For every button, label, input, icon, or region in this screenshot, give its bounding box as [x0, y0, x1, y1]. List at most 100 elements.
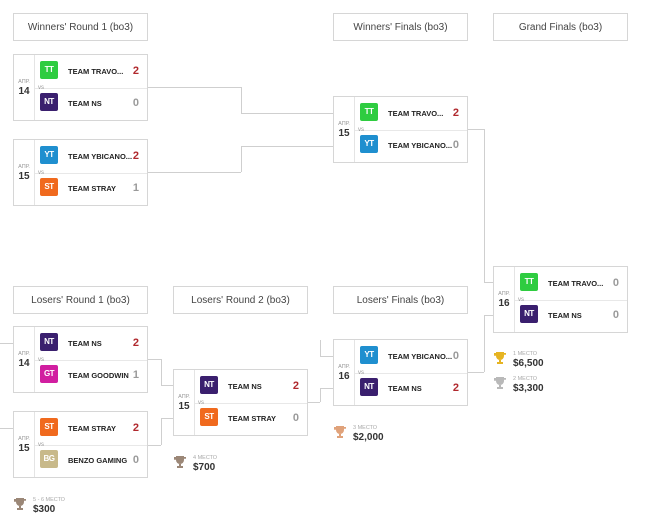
team-row[interactable]: NT TEAM NS 2 [355, 372, 467, 405]
vs-label: vs [38, 84, 44, 91]
divider [355, 129, 467, 131]
vs-label: vs [38, 169, 44, 176]
match-date: апр. 16 [494, 267, 514, 332]
team-row[interactable]: NT TEAM NS 0 [35, 87, 147, 120]
divider [35, 359, 147, 361]
header-losers-finals: Losers' Finals (bo3) [333, 286, 468, 314]
team-name[interactable]: TEAM TRAVO... [548, 279, 604, 288]
team-row[interactable]: TT TEAM TRAVO... 0 [515, 267, 627, 300]
match-month: апр. [18, 163, 30, 170]
match-teams: TT TEAM TRAVO... 0 vs NT TEAM NS 0 [514, 267, 627, 332]
team-row[interactable]: NT TEAM NS 2 [35, 327, 147, 360]
team-row[interactable]: BG BENZO GAMING 0 [35, 444, 147, 477]
match-winners-r1-a[interactable]: апр. 14 TT TEAM TRAVO... 2 vs NT TEAM NS… [13, 54, 148, 121]
prize-amount: $3,300 [513, 383, 544, 394]
vs-label: vs [358, 369, 364, 376]
team-score: 2 [132, 337, 139, 349]
team-name[interactable]: TEAM STRAY [68, 424, 117, 433]
team-row[interactable]: ST TEAM STRAY 1 [35, 172, 147, 205]
team-name[interactable]: TEAM NS [68, 339, 102, 348]
team-row[interactable]: ST TEAM STRAY 2 [35, 412, 147, 445]
vs-label: vs [198, 399, 204, 406]
match-winners-r1-b[interactable]: апр. 15 YT TEAM YBICANO... 2 vs ST TEAM … [13, 139, 148, 206]
team-name[interactable]: TEAM TRAVO... [68, 67, 124, 76]
team-name[interactable]: TEAM STRAY [228, 414, 277, 423]
team-score: 2 [292, 380, 299, 392]
team-name[interactable]: TEAM NS [388, 384, 422, 393]
team-row[interactable]: NT TEAM NS 2 [195, 370, 307, 403]
team-score: 2 [132, 150, 139, 162]
match-month: апр. [178, 393, 190, 400]
vs-label: vs [518, 296, 524, 303]
match-month: апр. [18, 78, 30, 85]
team-row[interactable]: YT TEAM YBICANO... 0 [355, 129, 467, 162]
team-row[interactable]: GT TEAM GOODWIN 1 [35, 359, 147, 392]
team-logo-icon: NT [40, 93, 58, 111]
team-logo-icon: YT [40, 146, 58, 164]
prize-place-label: 4 место [193, 455, 218, 461]
match-teams: NT TEAM NS 2 vs GT TEAM GOODWIN 1 [34, 327, 147, 392]
divider [515, 299, 627, 301]
prize-amount: $2,000 [353, 432, 384, 443]
team-name[interactable]: TEAM NS [228, 382, 262, 391]
match-day: 15 [18, 442, 30, 454]
header-winners-finals: Winners' Finals (bo3) [333, 13, 468, 41]
team-name[interactable]: TEAM YBICANO... [388, 141, 453, 150]
match-date: апр. 14 [14, 327, 34, 392]
match-losers-finals[interactable]: апр. 16 YT TEAM YBICANO... 0 vs NT TEAM … [333, 339, 468, 406]
divider [355, 372, 467, 374]
match-losers-r2[interactable]: апр. 15 NT TEAM NS 2 vs ST TEAM STRAY 0 [173, 369, 308, 436]
vs-label: vs [38, 441, 44, 448]
team-score: 0 [612, 309, 619, 321]
match-month: апр. [498, 290, 510, 297]
match-day: 14 [18, 85, 30, 97]
team-logo-icon: TT [520, 273, 538, 291]
prize-place-label: 1 место [513, 351, 538, 357]
team-score: 0 [452, 350, 459, 362]
prize-fifth-sixth-place: 5 - 6 место $300 [13, 497, 93, 519]
trophy-bronze-icon [334, 426, 346, 438]
team-name[interactable]: TEAM NS [548, 311, 582, 320]
match-winners-finals[interactable]: апр. 15 TT TEAM TRAVO... 2 vs YT TEAM YB… [333, 96, 468, 163]
team-name[interactable]: TEAM NS [68, 99, 102, 108]
team-row[interactable]: TT TEAM TRAVO... 2 [355, 97, 467, 130]
divider [35, 444, 147, 446]
header-losers-round-1: Losers' Round 1 (bo3) [13, 286, 148, 314]
team-name[interactable]: TEAM STRAY [68, 184, 117, 193]
match-losers-r1-a[interactable]: апр. 14 NT TEAM NS 2 vs GT TEAM GOODWIN … [13, 326, 148, 393]
team-row[interactable]: YT TEAM YBICANO... 0 [355, 340, 467, 373]
team-name[interactable]: TEAM TRAVO... [388, 109, 444, 118]
team-row[interactable]: NT TEAM NS 0 [515, 299, 627, 332]
match-losers-r1-b[interactable]: апр. 15 ST TEAM STRAY 2 vs BG BENZO GAMI… [13, 411, 148, 478]
team-score: 2 [452, 382, 459, 394]
trophy-silver-icon [494, 377, 506, 389]
team-row[interactable]: ST TEAM STRAY 0 [195, 402, 307, 435]
team-row[interactable]: YT TEAM YBICANO... 2 [35, 140, 147, 173]
team-name[interactable]: TEAM YBICANO... [388, 352, 453, 361]
team-row[interactable]: TT TEAM TRAVO... 2 [35, 55, 147, 88]
match-date: апр. 15 [14, 140, 34, 205]
divider [195, 402, 307, 404]
match-month: апр. [338, 120, 350, 127]
match-day: 15 [178, 400, 190, 412]
prize-amount: $6,500 [513, 358, 544, 369]
match-month: апр. [18, 435, 30, 442]
team-score: 0 [452, 139, 459, 151]
match-date: апр. 16 [334, 340, 354, 405]
prize-third-place: 3 место $2,000 [333, 425, 413, 447]
match-day: 14 [18, 357, 30, 369]
team-logo-icon: TT [40, 61, 58, 79]
team-score: 1 [132, 182, 139, 194]
match-teams: ST TEAM STRAY 2 vs BG BENZO GAMING 0 [34, 412, 147, 477]
team-name[interactable]: BENZO GAMING [68, 456, 128, 465]
match-grand-finals[interactable]: апр. 16 TT TEAM TRAVO... 0 vs NT TEAM NS… [493, 266, 628, 333]
match-teams: TT TEAM TRAVO... 2 vs YT TEAM YBICANO...… [354, 97, 467, 162]
prize-second-place: 2 место $3,300 [493, 376, 573, 398]
team-name[interactable]: TEAM YBICANO... [68, 152, 133, 161]
vs-label: vs [38, 356, 44, 363]
team-score: 1 [132, 369, 139, 381]
team-name[interactable]: TEAM GOODWIN [68, 371, 129, 380]
match-teams: NT TEAM NS 2 vs ST TEAM STRAY 0 [194, 370, 307, 435]
match-date: апр. 15 [14, 412, 34, 477]
match-day: 16 [338, 370, 350, 382]
